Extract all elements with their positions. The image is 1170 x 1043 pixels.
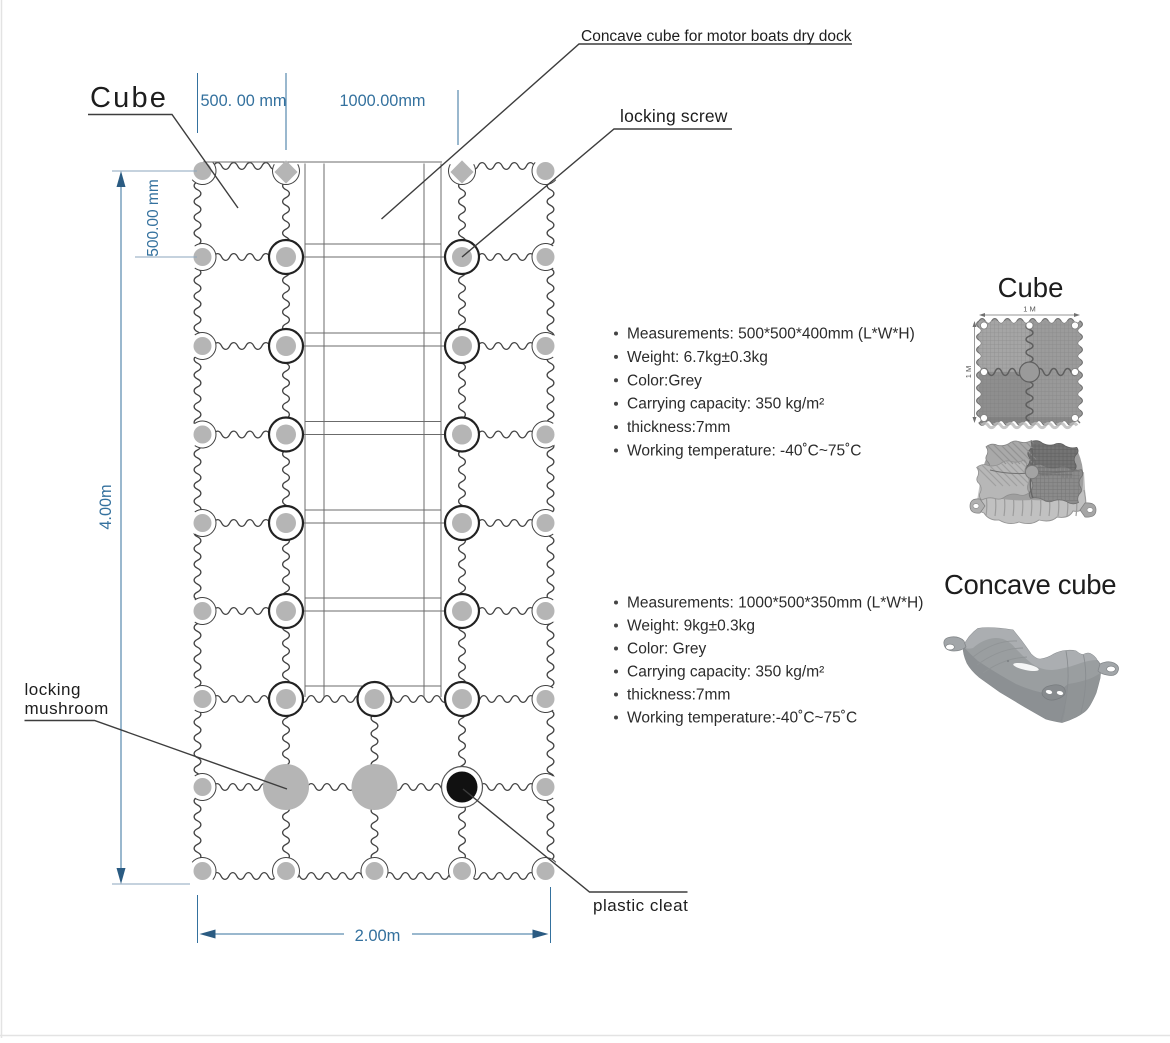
svg-text:Carrying capacity: 350 kg/m²: Carrying capacity: 350 kg/m²	[627, 664, 824, 681]
svg-text:locking screw: locking screw	[620, 106, 728, 126]
svg-text:thickness:7mm: thickness:7mm	[627, 419, 730, 436]
svg-text:plastic cleat: plastic cleat	[593, 896, 688, 915]
svg-text:locking: locking	[25, 680, 81, 699]
svg-text:mushroom: mushroom	[25, 699, 109, 718]
svg-text:Working temperature: -40˚C~75˚: Working temperature: -40˚C~75˚C	[627, 443, 861, 460]
svg-text:1000.00mm: 1000.00mm	[340, 92, 426, 110]
svg-text:Concave cube for motor boats d: Concave cube for motor boats dry dock	[581, 28, 852, 45]
svg-text:Weight: 9kg±0.3kg: Weight: 9kg±0.3kg	[627, 618, 755, 635]
svg-text:500. 00 mm: 500. 00 mm	[201, 92, 287, 110]
svg-text:Cube: Cube	[90, 82, 168, 114]
svg-text:Measurements: 1000*500*350mm (: Measurements: 1000*500*350mm (L*W*H)	[627, 595, 923, 612]
svg-text:500.00 mm: 500.00 mm	[145, 179, 162, 257]
svg-text:1 M: 1 M	[964, 366, 973, 379]
svg-text:Color: Grey: Color: Grey	[627, 641, 706, 658]
svg-text:Weight: 6.7kg±0.3kg: Weight: 6.7kg±0.3kg	[627, 349, 768, 366]
svg-text:Carrying capacity: 350 kg/m²: Carrying capacity: 350 kg/m²	[627, 396, 824, 413]
svg-text:Color:Grey: Color:Grey	[627, 372, 702, 389]
svg-text:Cube: Cube	[998, 272, 1064, 303]
svg-text:Working temperature:-40˚C~75˚C: Working temperature:-40˚C~75˚C	[627, 710, 857, 727]
svg-text:1 M: 1 M	[1023, 305, 1036, 314]
svg-text:Measurements: 500*500*400mm (L: Measurements: 500*500*400mm (L*W*H)	[627, 326, 915, 343]
svg-text:Concave cube: Concave cube	[944, 569, 1116, 600]
svg-text:2.00m: 2.00m	[355, 927, 401, 945]
svg-text:thickness:7mm: thickness:7mm	[627, 687, 730, 704]
svg-text:4.00m: 4.00m	[97, 484, 115, 529]
